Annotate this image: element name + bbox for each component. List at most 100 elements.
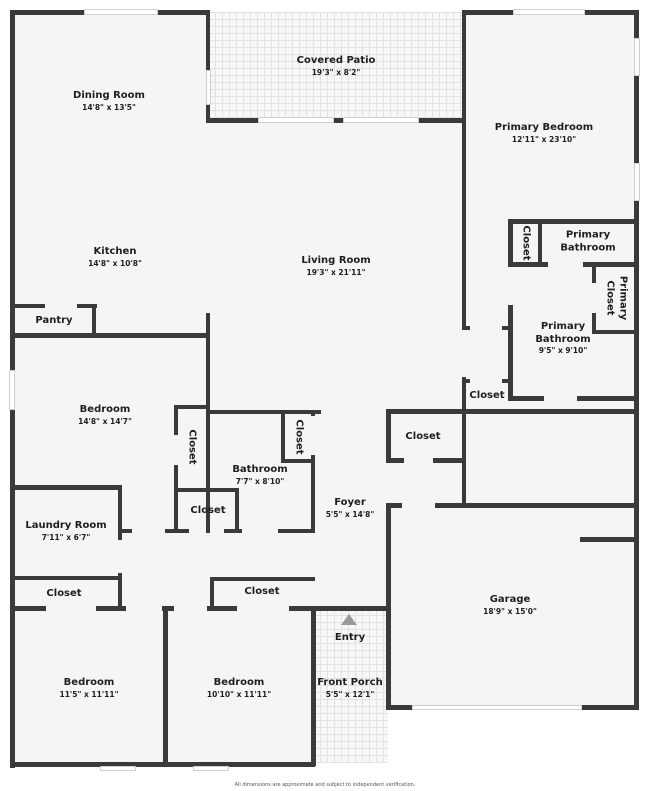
window (206, 70, 211, 105)
wall (508, 305, 513, 400)
wall (174, 488, 238, 492)
wall (508, 396, 544, 401)
label-laundry-closet: Closet (46, 587, 82, 599)
wall (210, 577, 214, 609)
covered-patio-area (208, 12, 464, 120)
wall (174, 405, 210, 409)
wall (592, 330, 639, 334)
wall (592, 313, 596, 333)
wall (462, 326, 470, 330)
wall (120, 529, 132, 533)
wall (10, 304, 45, 308)
wall (118, 573, 122, 610)
label-primary-closet: Primary Closet (605, 275, 629, 321)
window (634, 163, 640, 201)
wall (583, 262, 639, 267)
wall (92, 304, 96, 338)
window (258, 117, 334, 123)
wall (10, 485, 122, 490)
wall (462, 10, 466, 330)
label-entry: Entry (334, 631, 366, 643)
wall (386, 409, 639, 414)
wall (462, 377, 466, 412)
floor-right (464, 12, 636, 507)
wall (433, 458, 465, 463)
label-bedroom-2-closet: Closet (244, 585, 280, 597)
wall (508, 219, 513, 264)
window (193, 766, 229, 771)
wall (435, 503, 639, 508)
wall (577, 396, 639, 401)
wall (634, 10, 639, 710)
wall (163, 606, 168, 766)
label-primary-bath-closet: Closet (520, 225, 532, 261)
wall (10, 333, 210, 338)
wall (206, 410, 321, 414)
wall (210, 577, 315, 581)
window (634, 38, 640, 76)
wall (508, 262, 548, 267)
wall (386, 503, 402, 508)
wall (206, 10, 210, 123)
wall (311, 410, 315, 416)
wall (592, 265, 596, 283)
wall (281, 410, 285, 462)
wall (206, 118, 464, 123)
window (513, 9, 585, 15)
wall (10, 576, 122, 580)
floor-bedrooms-bottom (12, 608, 312, 763)
wall (386, 458, 404, 463)
wall (207, 606, 237, 611)
wall (289, 606, 389, 611)
wall (96, 606, 126, 611)
wall (281, 459, 315, 463)
wall (311, 606, 316, 766)
wall (580, 537, 636, 542)
wall (224, 529, 242, 533)
wall (10, 762, 315, 767)
disclaimer-text: All dimensions are approximate and subje… (234, 782, 416, 788)
wall (162, 606, 174, 611)
wall (174, 465, 178, 533)
label-bedroom-1-closet: Closet (186, 429, 198, 465)
wall (165, 529, 189, 533)
window (343, 117, 419, 123)
wall (118, 485, 122, 540)
wall (502, 326, 512, 330)
wall (386, 409, 391, 461)
wall (77, 304, 97, 308)
wall (235, 488, 239, 533)
entry-arrow-icon (341, 614, 357, 625)
wall (174, 405, 178, 435)
label-pantry: Pantry (35, 314, 73, 326)
wall (278, 529, 315, 533)
wall (10, 606, 46, 611)
wall (502, 379, 512, 383)
label-bathroom-closet: Closet (293, 419, 305, 455)
wall (206, 313, 210, 533)
window (9, 370, 15, 410)
window (100, 766, 136, 771)
label-foyer-closet: Closet (190, 504, 226, 516)
wall (462, 379, 470, 383)
wall (508, 219, 639, 224)
label-hall-closet-center: Closet (405, 430, 441, 442)
wall (311, 455, 315, 533)
label-hall-closet-right: Closet (469, 389, 505, 401)
garage-door (412, 705, 582, 710)
